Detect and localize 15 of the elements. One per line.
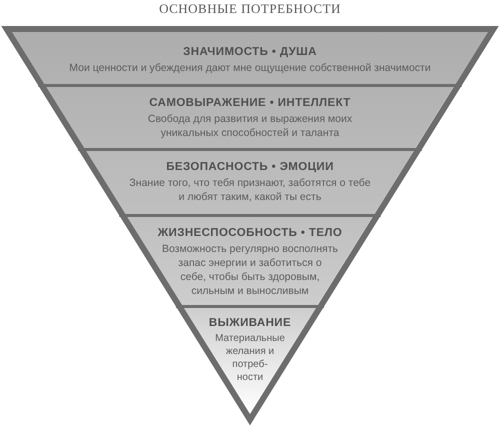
pyramid-level-band — [86, 151, 414, 214]
level-description: Материальные желания и потреб- ности — [215, 333, 285, 383]
level-description: Мои ценности и убеждения дают мне ощущение собственной значимости — [69, 62, 431, 74]
pyramid-level-band — [127, 217, 373, 305]
level-description: Возможность регулярно восполнять запас энергии и заботиться о себе, чтобы быть здоровым, сильным и выносливым — [162, 243, 338, 297]
level-heading: ЗНАЧИМОСТЬ • ДУША — [183, 46, 317, 58]
level-heading: САМОВЫРАЖЕНИЕ • ИНТЕЛЛЕКТ — [149, 97, 351, 109]
diagram-title: ОСНОВНЫЕ ПОТРЕБНОСТИ — [159, 1, 341, 16]
level-heading: ЖИЗНЕСПОСОБНОСТЬ • ТЕЛО — [158, 227, 342, 239]
level-description: Знание того, что тебя признают, заботятся о тебе и любят таким, какой ты есть — [129, 177, 371, 203]
level-heading: ВЫЖИВАНИЕ — [208, 317, 292, 329]
level-heading: БЕЗОПАСНОСТЬ • ЭМОЦИИ — [166, 161, 334, 173]
pyramid-level-band — [12, 32, 488, 84]
level-description: Свобода для развития и выражения моих уникальных способностей и таланта — [148, 113, 352, 139]
pyramid-level-band — [46, 87, 454, 148]
